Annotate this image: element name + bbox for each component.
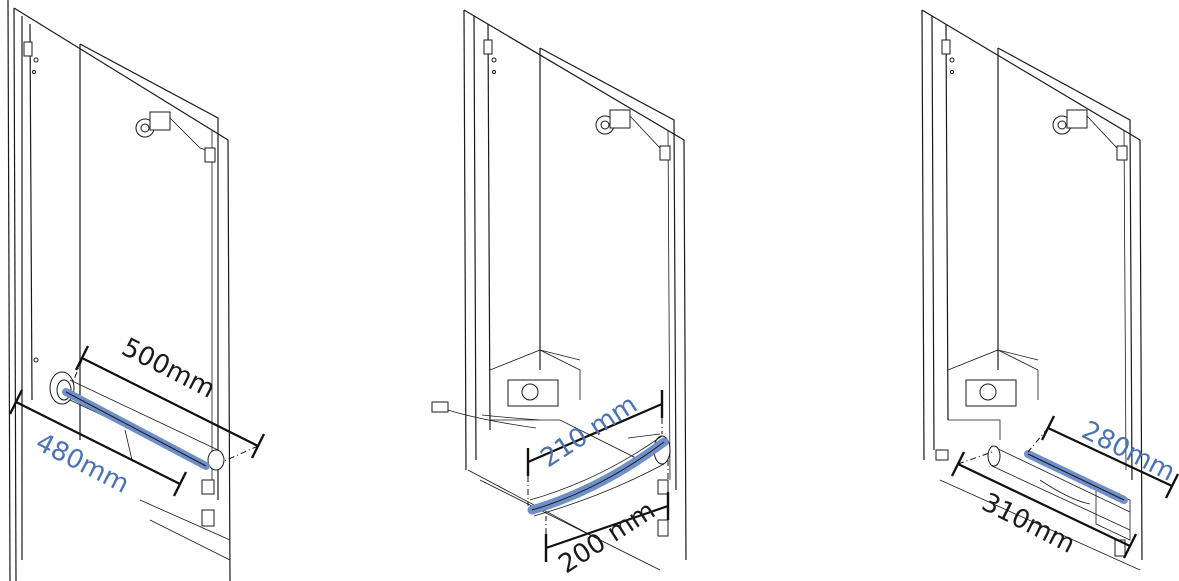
panel-3: 280mm 310mm <box>921 9 1179 571</box>
dimension-pipe-3: 280mm <box>1027 415 1179 499</box>
dimension-label-pipe-1: 480mm <box>31 428 134 500</box>
pipe-1 <box>62 388 210 470</box>
panel-1: 500mm 480mm <box>7 0 266 581</box>
valve-mechanism-2 <box>595 109 671 161</box>
pipe-3 <box>1024 450 1128 504</box>
panel-2: 210 mm 200 mm <box>431 9 687 580</box>
valve-mechanism-1 <box>135 111 216 163</box>
pump-assembly-2 <box>489 349 641 461</box>
pipe-2 <box>527 437 669 515</box>
pump-assembly-3 <box>947 349 1039 440</box>
dimension-label-overall-1: 500mm <box>117 333 220 405</box>
dimension-label-overall-2: 200 mm <box>553 496 660 580</box>
valve-mechanism-3 <box>1052 109 1128 161</box>
cabinet-1 <box>7 0 231 581</box>
dimension-label-pipe-3: 280mm <box>1077 416 1179 488</box>
cabinet-3 <box>921 9 1143 571</box>
dimension-overall-3: 310mm <box>950 451 1138 560</box>
cabinet-2 <box>431 9 687 571</box>
